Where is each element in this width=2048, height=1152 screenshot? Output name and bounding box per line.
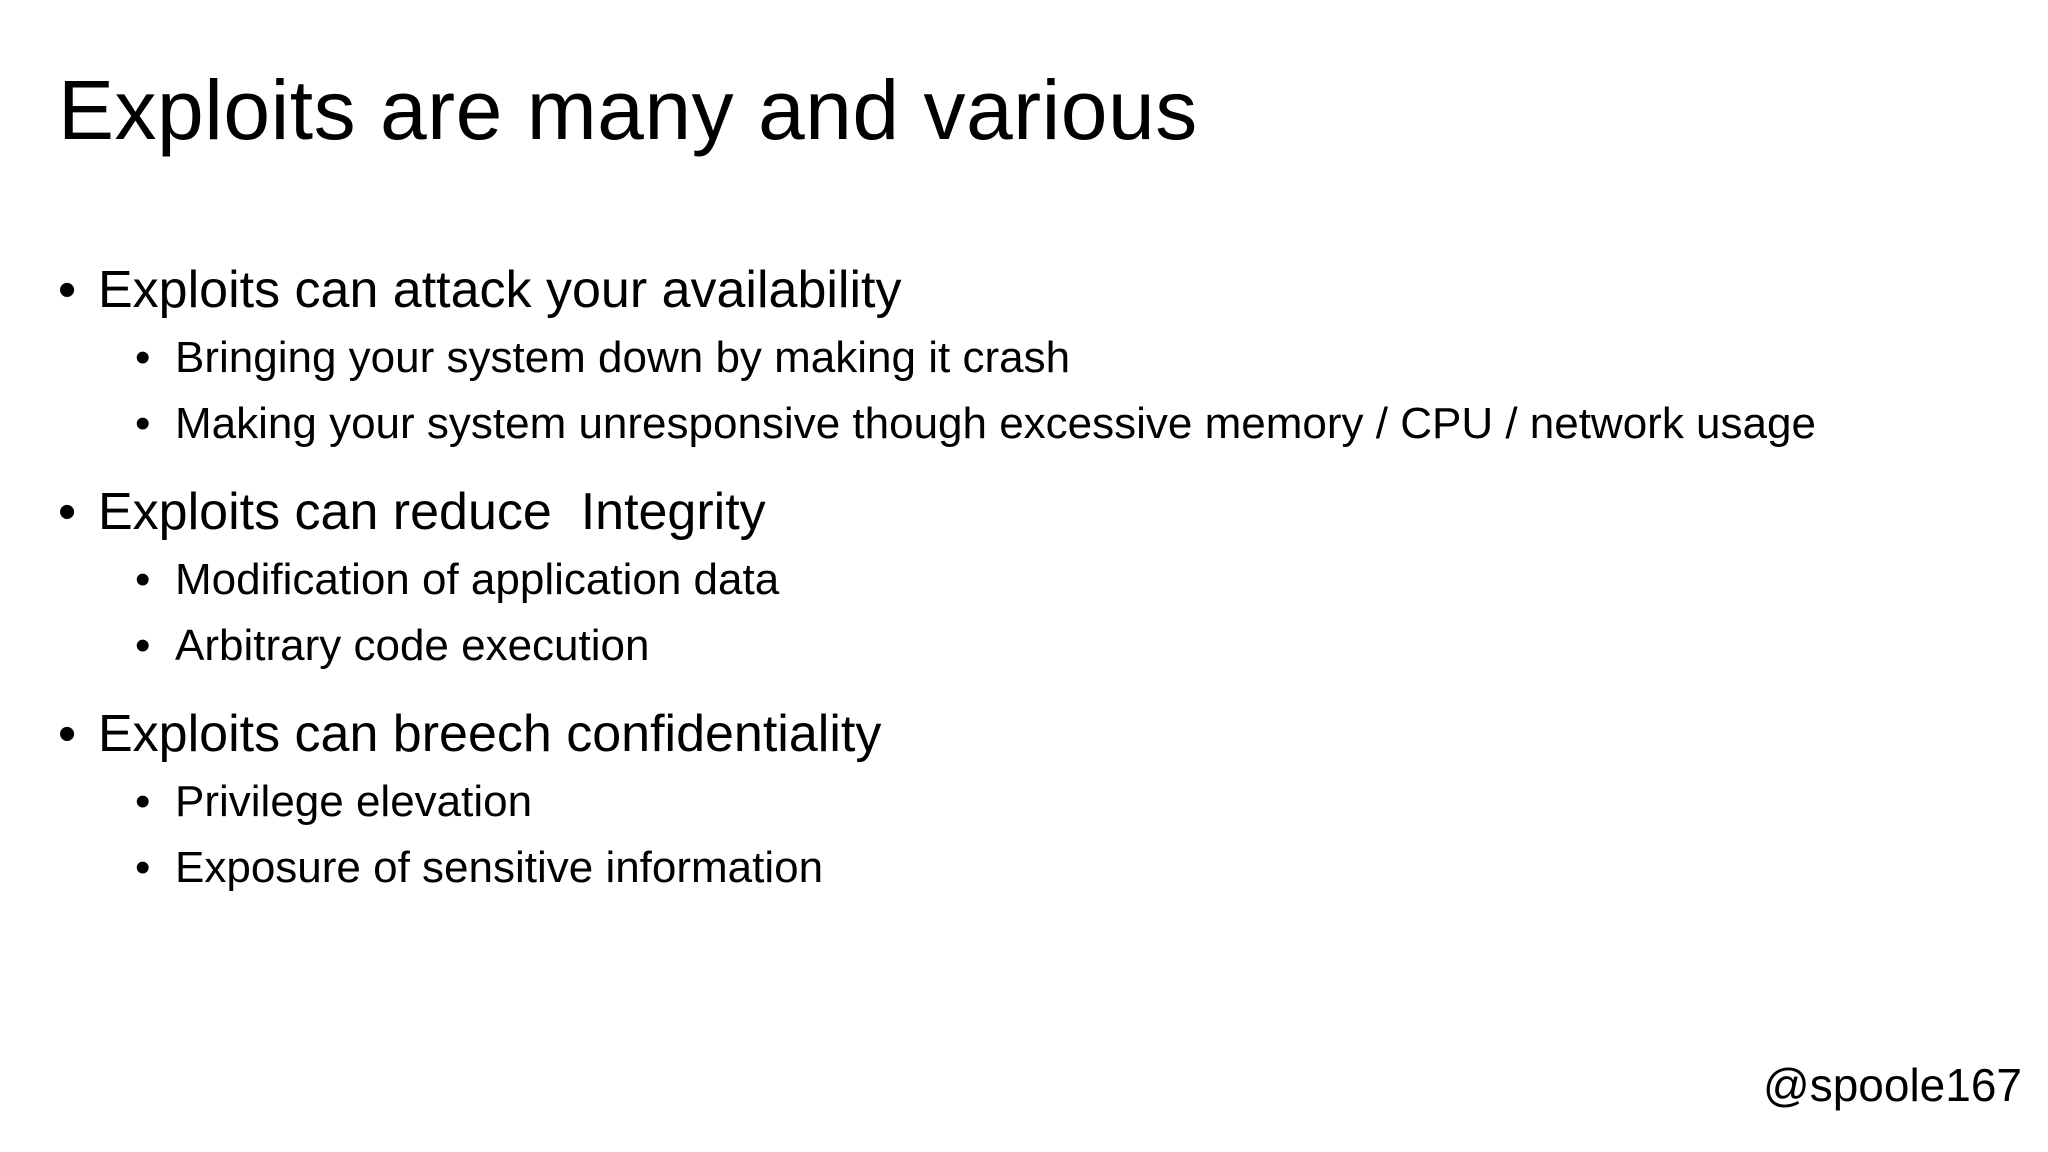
bullet-dot-icon: • — [135, 621, 151, 670]
sub-bullet-text: Exposure of sensitive information — [175, 843, 824, 892]
bullet-dot-icon: • — [135, 777, 151, 826]
bullet-dot-icon: • — [135, 555, 151, 604]
sub-bullet-item: • Arbitrary code execution — [58, 613, 1998, 679]
bullet-heading: Exploits can attack your availability — [98, 261, 902, 319]
bullet-group-confidentiality: • Exploits can breech confidentiality • … — [58, 699, 1998, 901]
sub-bullet-text: Modification of application data — [175, 555, 780, 604]
bullet-item: • Exploits can attack your availability — [58, 255, 1998, 325]
bullet-list: • Exploits can attack your availability … — [58, 255, 1998, 901]
sub-bullet-item: • Making your system unresponsive though… — [58, 391, 1998, 457]
sub-bullet-text: Bringing your system down by making it c… — [175, 333, 1071, 382]
sub-bullet-text: Making your system unresponsive though e… — [175, 399, 1816, 448]
footer-handle: @spoole167 — [1763, 1059, 2022, 1111]
bullet-item: • Exploits can breech confidentiality — [58, 699, 1998, 769]
sub-bullet-text: Privilege elevation — [175, 777, 533, 826]
bullet-dot-icon: • — [135, 843, 151, 892]
bullet-group-integrity: • Exploits can reduce Integrity • Modifi… — [58, 477, 1998, 679]
sub-bullet-item: • Privilege elevation — [58, 769, 1998, 835]
bullet-dot-icon: • — [135, 333, 151, 382]
bullet-heading: Exploits can breech confidentiality — [98, 705, 882, 763]
sub-bullet-item: • Exposure of sensitive information — [58, 835, 1998, 901]
slide-title: Exploits are many and various — [58, 63, 1198, 157]
bullet-dot-icon: • — [58, 261, 77, 319]
sub-bullet-item: • Bringing your system down by making it… — [58, 325, 1998, 391]
bullet-dot-icon: • — [135, 399, 151, 448]
bullet-heading: Exploits can reduce Integrity — [98, 483, 766, 541]
sub-bullet-text: Arbitrary code execution — [175, 621, 650, 670]
bullet-dot-icon: • — [58, 483, 77, 541]
bullet-group-availability: • Exploits can attack your availability … — [58, 255, 1998, 457]
bullet-item: • Exploits can reduce Integrity — [58, 477, 1998, 547]
sub-bullet-item: • Modification of application data — [58, 547, 1998, 613]
bullet-dot-icon: • — [58, 705, 77, 763]
